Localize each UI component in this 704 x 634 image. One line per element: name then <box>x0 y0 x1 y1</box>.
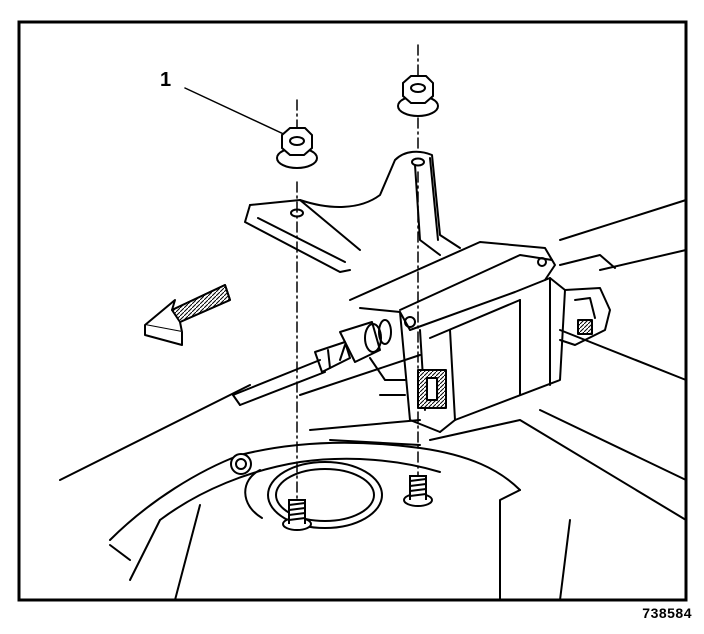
actuator-housing <box>349 241 616 433</box>
vehicle-body-lines <box>59 199 687 521</box>
figure-id: 738584 <box>642 605 692 621</box>
forward-arrow-icon <box>144 284 231 346</box>
callout-label-1: 1 <box>160 69 171 91</box>
alignment-lines <box>296 44 419 501</box>
callout-leader <box>184 87 291 138</box>
actuator-cable <box>232 319 392 406</box>
mounting-bracket <box>244 150 461 273</box>
panel-screw-icon <box>230 453 252 475</box>
bolt-icon <box>282 499 312 531</box>
strut-tower <box>109 441 571 601</box>
diagram-frame <box>17 20 688 602</box>
bolt-icon <box>403 475 433 507</box>
nut-icon <box>276 127 318 169</box>
nut-icon <box>397 75 439 117</box>
